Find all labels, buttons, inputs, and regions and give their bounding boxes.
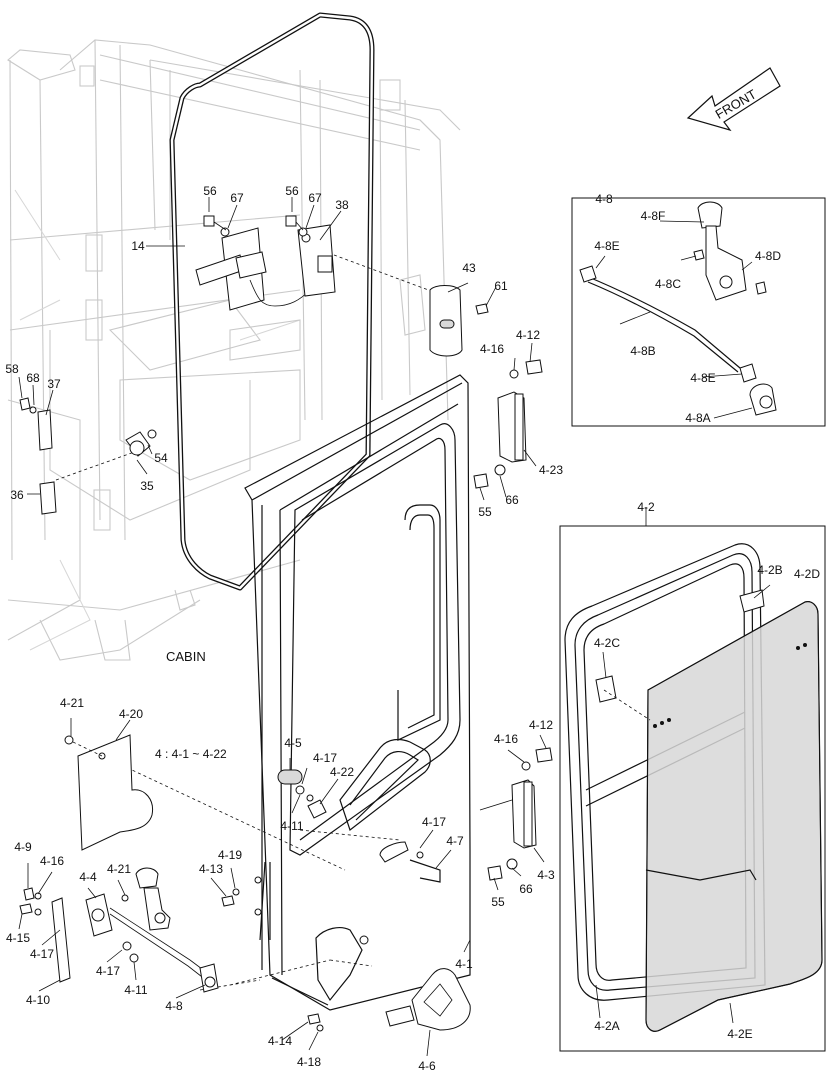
callout-4-8: 4-8 xyxy=(165,999,183,1013)
callout-66: 66 xyxy=(519,882,533,896)
callout-67: 67 xyxy=(308,191,322,205)
callout-4-14: 4-14 xyxy=(268,1034,292,1048)
callout-4-3: 4-3 xyxy=(537,868,555,882)
latch-assembly-upper xyxy=(195,215,489,357)
callout-4-13: 4-13 xyxy=(199,862,223,876)
callout-4-10: 4-10 xyxy=(26,993,50,1007)
callout-4-1: 4-1 xyxy=(455,957,473,971)
callout-4-2B: 4-2B xyxy=(757,563,782,577)
callout-4-8A: 4-8A xyxy=(685,411,710,425)
callout-67: 67 xyxy=(230,191,244,205)
callout-4-20: 4-20 xyxy=(119,707,143,721)
callout-4-17: 4-17 xyxy=(96,964,120,978)
callout-4-22: 4-22 xyxy=(330,765,354,779)
callout-56: 56 xyxy=(203,184,217,198)
leader-lines xyxy=(18,197,771,1057)
window-seal-14 xyxy=(169,12,375,591)
callout-4-11: 4-11 xyxy=(124,983,147,997)
callout-4-2: 4-2 xyxy=(637,500,655,514)
callout-4-16: 4-16 xyxy=(40,854,64,868)
callout-4-12: 4-12 xyxy=(516,328,540,342)
callout-4-15: 4-15 xyxy=(6,931,30,945)
hinges xyxy=(473,359,553,881)
callout-4-6: 4-6 xyxy=(418,1059,436,1073)
callout-4-2E: 4-2E xyxy=(727,1027,752,1041)
callout-37: 37 xyxy=(47,377,61,391)
callout-36: 36 xyxy=(10,488,24,502)
callout-4-17: 4-17 xyxy=(313,751,337,765)
callout-4-21: 4-21 xyxy=(107,862,131,876)
cover-plate-4-20 xyxy=(64,734,154,851)
callout-4-2D: 4-2D xyxy=(794,567,820,581)
callout-38: 38 xyxy=(335,198,349,212)
callout-66: 66 xyxy=(505,493,519,507)
striker-parts-left xyxy=(19,397,157,515)
callout-4-11: 4-11 xyxy=(280,819,303,833)
outside-handle-4-6 xyxy=(307,968,471,1032)
cabin-frame-background xyxy=(7,39,461,661)
callout-4-23: 4-23 xyxy=(539,463,563,477)
callout-4-19: 4-19 xyxy=(218,848,242,862)
callout-4-2A: 4-2A xyxy=(594,1019,619,1033)
callout-4-8D: 4-8D xyxy=(755,249,781,263)
callout-55: 55 xyxy=(478,505,492,519)
callout-4-9: 4-9 xyxy=(14,840,32,854)
callout-55: 55 xyxy=(491,895,505,909)
callout-4-17: 4-17 xyxy=(422,815,446,829)
callout-4-8F: 4-8F xyxy=(641,209,666,223)
group-note: 4 : 4-1 ~ 4-22 xyxy=(155,747,227,761)
callout-54: 54 xyxy=(154,451,168,465)
callout-4-16: 4-16 xyxy=(494,732,518,746)
lock-parts-lower-left xyxy=(19,867,240,993)
callout-58: 58 xyxy=(5,362,19,376)
callout-4-2C: 4-2C xyxy=(594,636,620,650)
callout-4-8E: 4-8E xyxy=(690,371,715,385)
callout-4-17: 4-17 xyxy=(30,947,54,961)
inset-box-4-8 xyxy=(571,197,826,427)
callout-56: 56 xyxy=(285,184,299,198)
callout-4-16: 4-16 xyxy=(480,342,504,356)
cabin-label: CABIN xyxy=(166,649,206,664)
callout-labels: 56 67 56 67 38 14 43 61 58 68 37 54 35 3… xyxy=(5,184,820,1073)
callout-4-7: 4-7 xyxy=(446,834,464,848)
callout-4-8E: 4-8E xyxy=(594,239,619,253)
callout-4-12: 4-12 xyxy=(529,718,553,732)
callout-4-8C: 4-8C xyxy=(655,277,681,291)
callout-4-21: 4-21 xyxy=(60,696,84,710)
callout-4-4: 4-4 xyxy=(79,870,97,884)
callout-4-8B: 4-8B xyxy=(630,344,655,358)
callout-4-5: 4-5 xyxy=(284,736,302,750)
door-frame-4-1 xyxy=(99,374,471,1011)
callout-14: 14 xyxy=(131,239,145,253)
callout-4-18: 4-18 xyxy=(297,1055,321,1069)
inset-box-4-2 xyxy=(559,525,826,1052)
callout-35: 35 xyxy=(140,479,154,493)
callout-61: 61 xyxy=(494,279,508,293)
callout-68: 68 xyxy=(26,371,40,385)
callout-43: 43 xyxy=(462,261,476,275)
front-arrow: FRONT xyxy=(686,67,781,132)
callout-4-8: 4-8 xyxy=(595,192,613,206)
